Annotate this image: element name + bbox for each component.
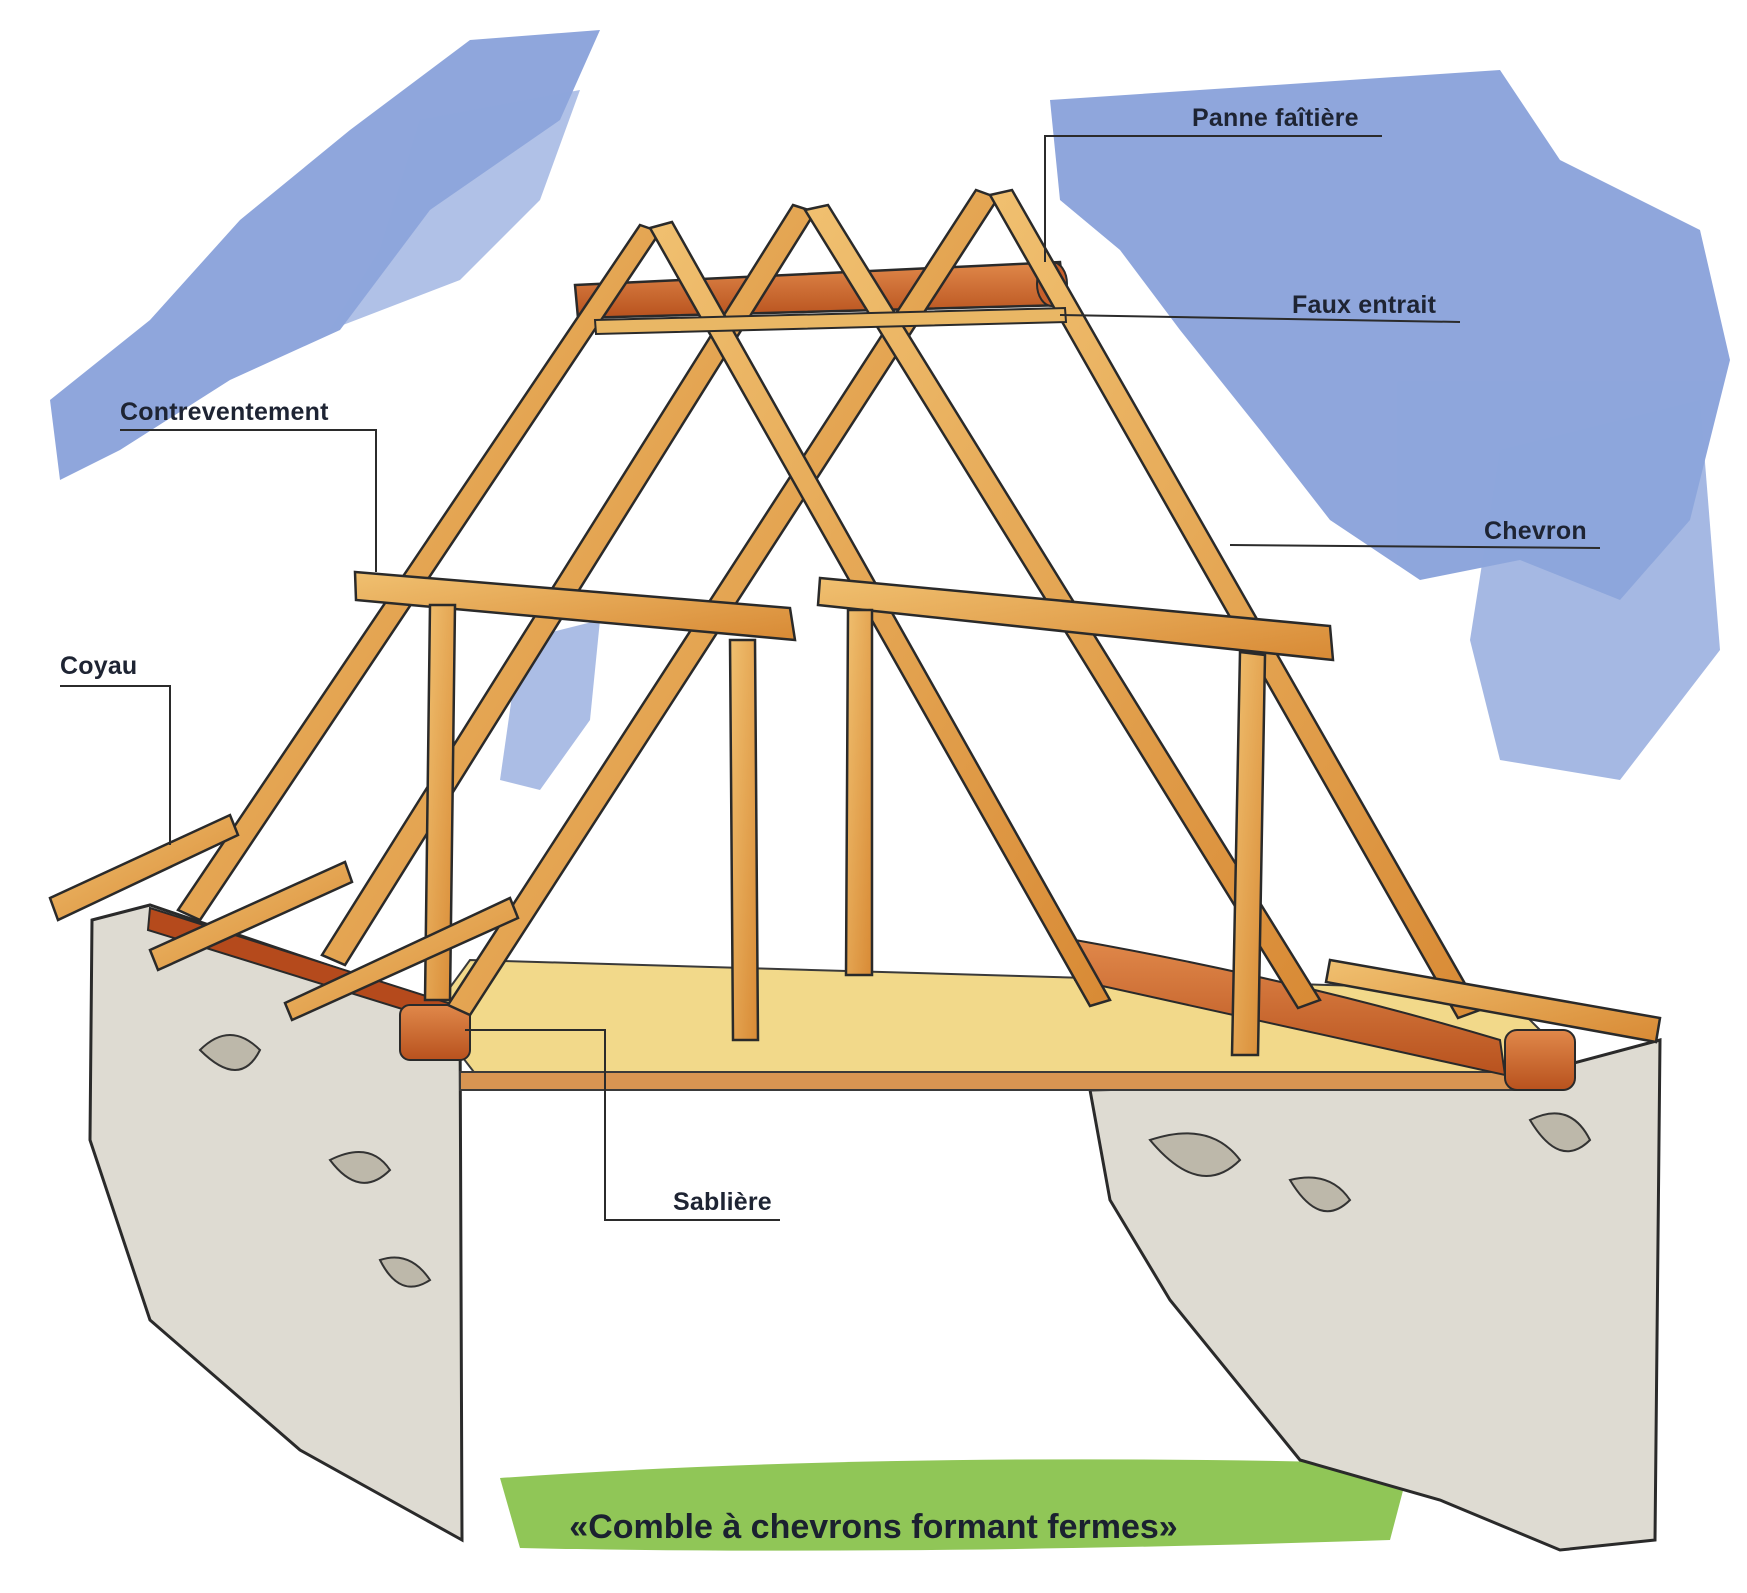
leader-sabliere [465,1029,780,1221]
floor-joist [459,1071,1541,1091]
wall-right [1088,1038,1662,1552]
leader-contreventement [120,429,377,572]
figure-caption: «Comble à chevrons formant fermes» [569,1508,1178,1546]
label-panne-faitiere: Panne faîtière [1192,104,1359,132]
leader-faux-entrait [1059,314,1461,323]
contreventement-beams [353,570,1335,662]
leader-panne-faitiere [1044,135,1382,262]
sabliere-right [1074,938,1576,1091]
label-sabliere: Sablière [673,1188,772,1216]
sky-wash-right [1050,70,1730,780]
label-contreventement: Contreventement [120,398,329,426]
leader-coyau [60,685,171,845]
posts [423,603,1267,1057]
label-chevron: Chevron [1484,517,1587,545]
label-coyau: Coyau [60,652,138,680]
label-faux-entrait: Faux entrait [1292,291,1437,319]
leader-chevron [1229,544,1601,549]
leader-lines [60,135,1601,1221]
wall-left [88,903,464,1543]
faux-entraits [593,306,1068,336]
grass-strip [500,1459,1410,1551]
coyaux [48,813,1662,1044]
